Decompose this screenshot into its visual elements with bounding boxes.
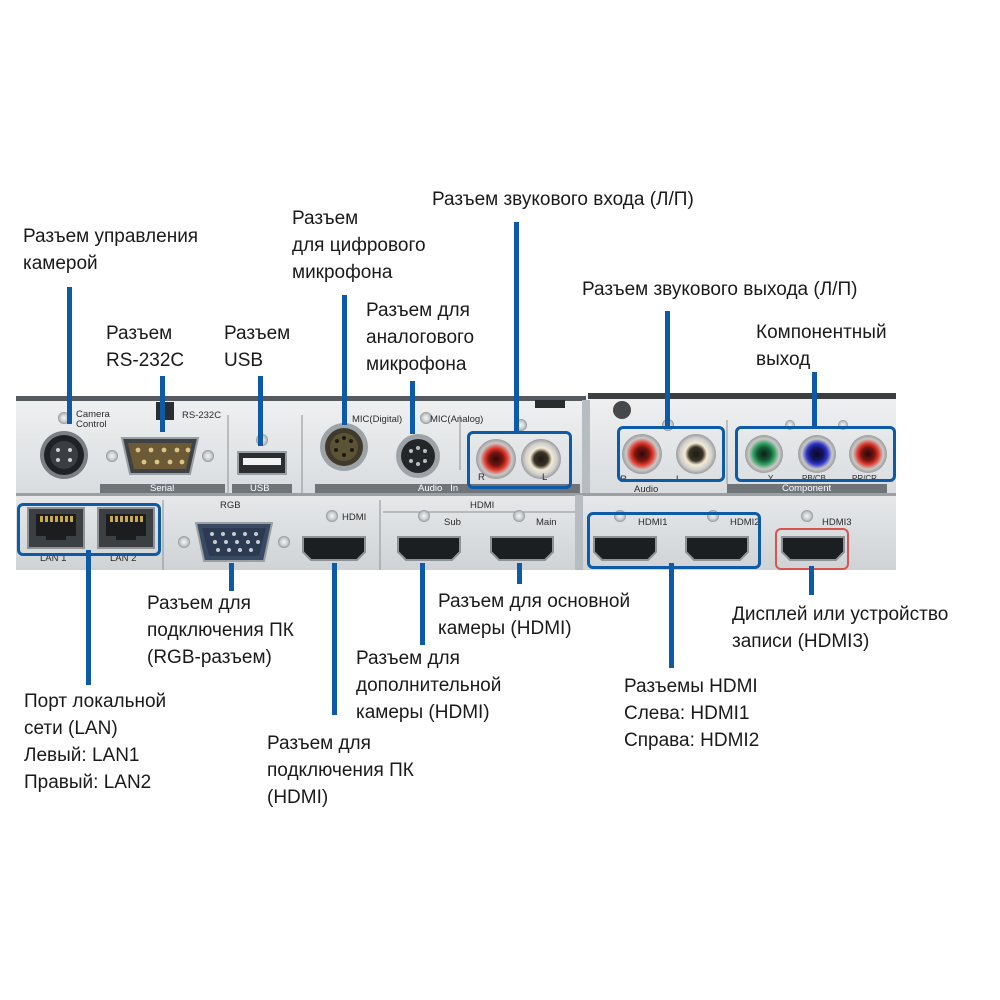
panel-label-audio-in: Audio In bbox=[418, 483, 459, 494]
callout-line: микрофона bbox=[292, 262, 393, 283]
highlight-hdmi-outputs bbox=[587, 512, 761, 569]
callout-sub-camera: Разъем для дополнительной камеры (HDMI) bbox=[356, 645, 501, 726]
highlight-hdmi3 bbox=[775, 528, 849, 570]
callout-line: Порт локальной bbox=[24, 691, 167, 712]
callout-line: Разъем bbox=[106, 323, 173, 344]
leader-sub-camera bbox=[420, 563, 425, 645]
callout-line: микрофона bbox=[366, 354, 467, 375]
callout-line: подключения ПК bbox=[147, 620, 294, 641]
callout-audio-out: Разъем звукового выхода (Л/П) bbox=[582, 276, 857, 303]
callout-line: Компонентный bbox=[756, 322, 887, 343]
panel-label-lan2: LAN 2 bbox=[110, 553, 137, 564]
leader-main-camera bbox=[517, 563, 522, 584]
callout-line: Разъем bbox=[224, 323, 291, 344]
callout-rgb: Разъем для подключения ПК (RGB-разъем) bbox=[147, 590, 294, 671]
panel-label-hdmi-pc: HDMI bbox=[342, 512, 367, 523]
leader-usb bbox=[258, 376, 263, 446]
callout-audio-in: Разъем звукового входа (Л/П) bbox=[432, 186, 694, 213]
callout-line: RS-232C bbox=[106, 350, 185, 371]
panel-label-sub: Sub bbox=[444, 517, 461, 528]
callout-usb: Разъем USB bbox=[224, 320, 290, 374]
panel-label-hdmi-group: HDMI bbox=[470, 500, 495, 511]
callout-line: подключения ПК bbox=[267, 760, 414, 781]
panel-label-hdmi3: HDMI3 bbox=[822, 517, 852, 528]
callout-line: Правый: LAN2 bbox=[24, 772, 152, 793]
callout-lan: Порт локальной сети (LAN) Левый: LAN1 Пр… bbox=[24, 688, 166, 796]
leader-hdmi-outputs bbox=[669, 563, 674, 668]
panel-label-pb: PB/CB bbox=[802, 474, 827, 483]
panel-label-lan1: LAN 1 bbox=[40, 553, 67, 564]
highlight-lan bbox=[17, 503, 161, 556]
callout-line: (HDMI) bbox=[267, 787, 329, 808]
highlight-audio-out bbox=[617, 426, 725, 482]
callout-line: Справа: HDMI2 bbox=[624, 730, 760, 751]
panel-label-mic-analog: MIC(Analog) bbox=[430, 414, 484, 425]
panel-label-main: Main bbox=[536, 517, 557, 528]
highlight-audio-in bbox=[467, 431, 572, 489]
callout-analog-mic: Разъем для аналогового микрофона bbox=[366, 297, 474, 378]
leader-digital-mic bbox=[342, 295, 347, 425]
callout-line: Разъем для bbox=[356, 648, 460, 669]
leader-analog-mic bbox=[410, 381, 415, 434]
leader-rs232c bbox=[160, 376, 165, 432]
panel-label-l-in: L bbox=[542, 472, 548, 483]
callout-line: Слева: HDMI1 bbox=[624, 703, 750, 724]
leader-camera-control bbox=[67, 287, 72, 424]
panel-label-usb: USB bbox=[250, 483, 270, 494]
callout-line: Разъем управления bbox=[23, 226, 199, 247]
callout-line: камерой bbox=[23, 253, 98, 274]
callout-line: сети (LAN) bbox=[24, 718, 118, 739]
callout-line: выход bbox=[756, 349, 811, 370]
callout-line: аналогового bbox=[366, 327, 475, 348]
panel-label-hdmi1: HDMI1 bbox=[638, 517, 668, 528]
callout-hdmi-outputs: Разъемы HDMI Слева: HDMI1 Справа: HDMI2 bbox=[624, 673, 759, 754]
highlight-component bbox=[735, 426, 896, 482]
leader-audio-in bbox=[514, 222, 519, 431]
leader-audio-out bbox=[665, 311, 670, 426]
panel-label-y: Y bbox=[768, 474, 774, 483]
callout-line: Левый: LAN1 bbox=[24, 745, 140, 766]
callout-line: Дисплей или устройство bbox=[732, 604, 949, 625]
panel-label-mic-digital: MIC(Digital) bbox=[352, 414, 403, 425]
callout-digital-mic: Разъем для цифрового микрофона bbox=[292, 205, 426, 286]
callout-line: камеры (HDMI) bbox=[356, 702, 490, 723]
leader-component bbox=[812, 372, 817, 426]
callout-line: для цифрового bbox=[292, 235, 426, 256]
callout-line: дополнительной bbox=[356, 675, 502, 696]
panel-label-r-in: R bbox=[478, 472, 485, 483]
leader-pc-hdmi bbox=[332, 563, 337, 715]
callout-rs232c: Разъем RS-232C bbox=[106, 320, 184, 374]
callout-line: Разъем для bbox=[366, 300, 470, 321]
panel-label-component: Component bbox=[782, 483, 832, 494]
callout-line: Разъем bbox=[292, 208, 359, 229]
callout-line: Разъем для bbox=[267, 733, 371, 754]
callout-line: Разъемы HDMI bbox=[624, 676, 758, 697]
callout-pc-hdmi: Разъем для подключения ПК (HDMI) bbox=[267, 730, 414, 811]
panel-label-audio-out: Audio bbox=[634, 484, 659, 495]
callout-component: Компонентный выход bbox=[756, 319, 887, 373]
callout-line: камеры (HDMI) bbox=[438, 618, 572, 639]
callout-display: Дисплей или устройство записи (HDMI3) bbox=[732, 601, 948, 655]
callout-line: записи (HDMI3) bbox=[732, 631, 870, 652]
callout-main-camera: Разъем для основной камеры (HDMI) bbox=[438, 588, 630, 642]
callout-line: Разъем звукового входа (Л/П) bbox=[432, 189, 694, 210]
panel-label-rs232c: RS-232C bbox=[182, 410, 222, 421]
panel-label-hdmi2: HDMI2 bbox=[730, 517, 760, 528]
callout-line: Разъем для основной bbox=[438, 591, 631, 612]
panel-label-camera-control: Camera Control bbox=[76, 409, 110, 430]
callout-line: Разъем для bbox=[147, 593, 251, 614]
callout-camera-control: Разъем управления камерой bbox=[23, 223, 198, 277]
panel-label-rgb: RGB bbox=[220, 500, 241, 511]
panel-label-pr: PR/CR bbox=[852, 474, 877, 483]
panel-label-serial: Serial bbox=[150, 483, 175, 494]
callout-line: Разъем звукового выхода (Л/П) bbox=[582, 279, 858, 300]
leader-rgb bbox=[229, 563, 234, 591]
callout-line: (RGB-разъем) bbox=[147, 647, 272, 668]
leader-display bbox=[809, 566, 814, 595]
callout-line: USB bbox=[224, 350, 264, 371]
leader-lan bbox=[86, 550, 91, 685]
